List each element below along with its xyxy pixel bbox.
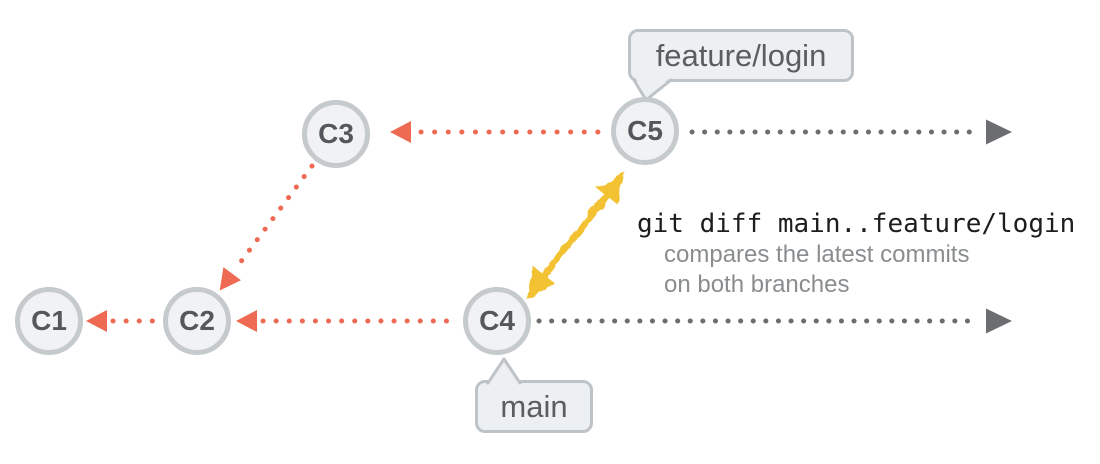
commit-label-c1: C1 bbox=[31, 305, 67, 336]
main-branch-label-text: main bbox=[500, 388, 568, 424]
commit-label-c2: C2 bbox=[179, 305, 215, 336]
commit-node-c2: C2 bbox=[163, 287, 231, 355]
arrowhead-into-c3-icon bbox=[390, 121, 411, 143]
feature-branch-label: feature/login bbox=[628, 29, 854, 82]
command-caption-line2: on both branches bbox=[664, 271, 850, 298]
git-diff-command: git diff main..feature/login bbox=[637, 209, 1076, 239]
arrowhead-into-c1-icon bbox=[86, 310, 107, 332]
command-caption-line1: compares the latest commits bbox=[664, 241, 970, 268]
diff-double-arrow-icon bbox=[526, 172, 625, 299]
commit-node-c4: C4 bbox=[463, 287, 531, 355]
commit-label-c5: C5 bbox=[627, 115, 663, 146]
main-branch-label: main bbox=[475, 380, 593, 433]
commit-label-c3: C3 bbox=[318, 118, 354, 149]
timeline-main-arrowhead-icon bbox=[986, 308, 1012, 334]
commit-node-c5: C5 bbox=[611, 97, 679, 165]
commit-label-c4: C4 bbox=[479, 305, 515, 336]
arrowhead-into-c2-from-c4-icon bbox=[236, 310, 257, 332]
edge-c3-to-c2 bbox=[231, 163, 315, 274]
timeline-feature-arrowhead-icon bbox=[986, 119, 1012, 145]
commit-node-c1: C1 bbox=[15, 287, 83, 355]
feature-branch-label-text: feature/login bbox=[655, 37, 827, 73]
commit-node-c3: C3 bbox=[302, 100, 370, 168]
command-caption: compares the latest commits on both bran… bbox=[664, 240, 969, 300]
arrowhead-into-c2-from-c3-icon bbox=[219, 267, 241, 291]
